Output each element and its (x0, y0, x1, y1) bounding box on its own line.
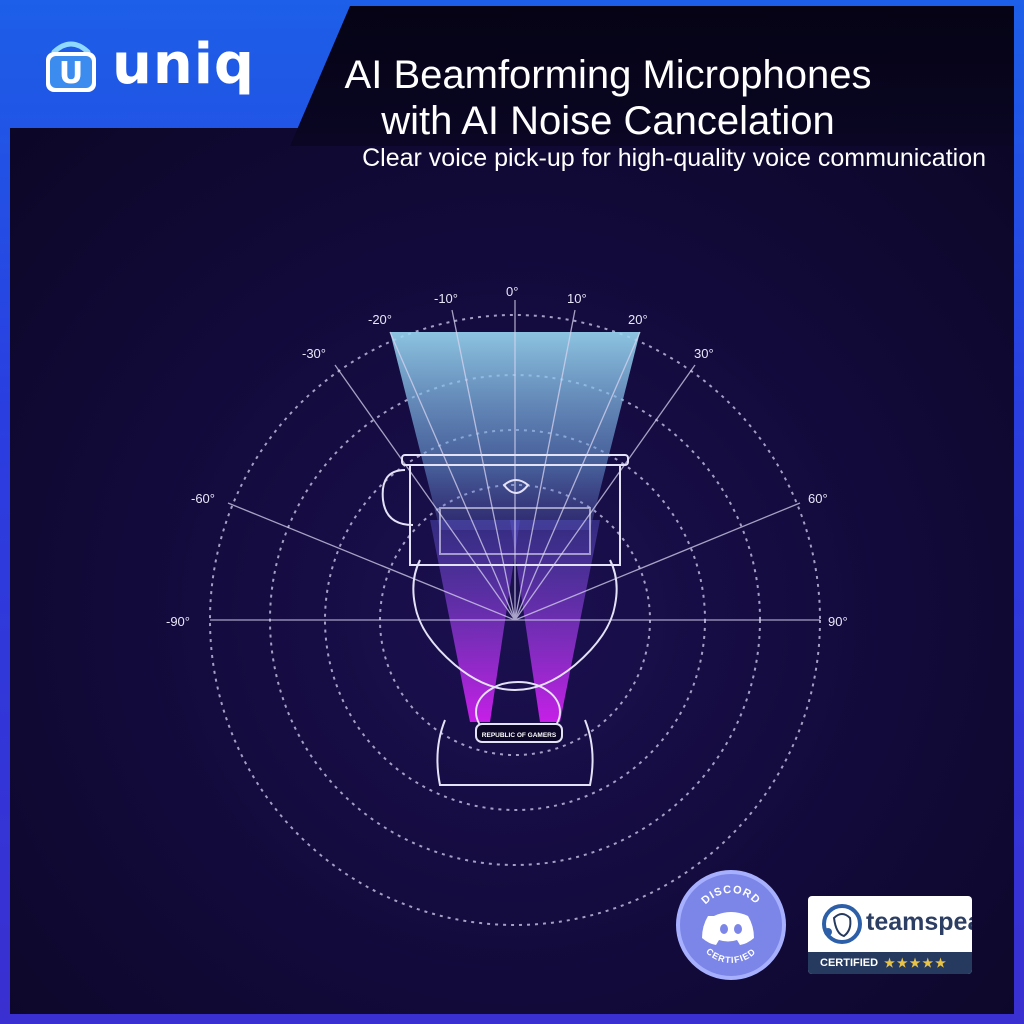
title-line-1: AI Beamforming Microphones (344, 53, 872, 97)
label-neg90: -90° (166, 614, 190, 629)
beam-left (430, 520, 520, 722)
line-neg60 (227, 502, 516, 621)
label-neg60: -60° (191, 491, 215, 506)
brand-logo: U uniq (40, 34, 255, 96)
teamspeak-icon (822, 904, 862, 944)
line-30 (514, 364, 696, 621)
label-neg20: -20° (368, 312, 392, 327)
user-arms (412, 559, 618, 692)
shopping-bag-icon: U (46, 41, 96, 92)
label-30: 30° (694, 346, 714, 361)
line-neg20 (389, 331, 516, 621)
angle-labels: -90° -60° -30° -20° -10° 0° 10° 20° 30° … (166, 284, 848, 629)
line-neg30 (334, 364, 516, 621)
header-panel (290, 6, 1014, 146)
teamspeak-certified-bar: CERTIFIED ★★★★★ (808, 952, 972, 974)
label-10: 10° (567, 291, 587, 306)
discord-badge-art: DISCORD CERTIFIED (699, 884, 762, 965)
user-shoulders (436, 719, 594, 786)
teamspeak-certified-badge: teamspeak CERTIFIED ★★★★★ (808, 896, 972, 974)
svg-text:CERTIFIED: CERTIFIED (704, 946, 757, 965)
brand-wordmark: uniq (112, 32, 256, 97)
label-60: 60° (808, 491, 828, 506)
beam-right (510, 520, 600, 722)
teamspeak-stars: ★★★★★ (884, 956, 948, 970)
label-neg10: -10° (434, 291, 458, 306)
label-20: 20° (628, 312, 648, 327)
laptop-base (409, 464, 621, 566)
cup-handle (381, 469, 414, 526)
headset-band (475, 723, 563, 743)
bag-letter: U (59, 56, 83, 91)
laptop-illustration (381, 454, 629, 566)
teamspeak-certified-label: CERTIFIED (820, 957, 879, 969)
line-20 (514, 331, 641, 621)
laptop-keyboard (439, 507, 591, 555)
rog-logo-icon (502, 479, 530, 495)
svg-text:DISCORD: DISCORD (699, 884, 762, 907)
page-subtitle: Clear voice pick-up for high-quality voi… (362, 144, 986, 172)
page-title: AI Beamforming Microphones with AI Noise… (288, 52, 928, 144)
discord-icon (702, 912, 754, 945)
discord-certified-badge: DISCORD CERTIFIED (676, 870, 786, 980)
teamspeak-name: teamspeak (866, 908, 972, 936)
label-0: 0° (506, 284, 518, 299)
discord-badge-top: DISCORD (699, 884, 761, 907)
label-neg30: -30° (302, 346, 326, 361)
title-line-2: with AI Noise Cancelation (381, 99, 835, 143)
label-90: 90° (828, 614, 848, 629)
user-illustration (412, 559, 618, 786)
headset-text: REPUBLIC OF GAMERS (482, 732, 557, 739)
line-60 (514, 502, 801, 621)
discord-badge-bottom: CERTIFIED (704, 946, 756, 965)
